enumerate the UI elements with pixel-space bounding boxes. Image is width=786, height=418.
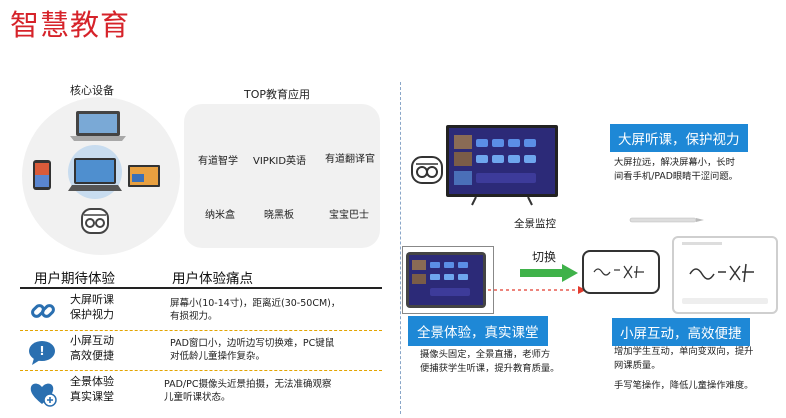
row-expect: 小屏互动 高效便捷 — [70, 333, 114, 363]
switch-label: 切换 — [532, 250, 557, 264]
tablet-keyboard-icon — [68, 158, 122, 191]
app-item: 晓黑板 — [264, 210, 294, 221]
header-expect: 用户期待体验 — [34, 271, 115, 287]
camera-icon — [81, 208, 109, 234]
row-expect-line: 保护视力 — [70, 308, 114, 321]
desc-line: 网课质量。 — [614, 359, 661, 371]
row-pain-line: PAD/PC摄像头近景拍摄，无法准确观察 — [164, 379, 332, 390]
apps-label: TOP教育应用 — [244, 88, 311, 101]
row-pain: 屏幕小(10-14寸)，距离近(30-50CM)， 有损视力。 — [170, 297, 340, 323]
tv-icon — [128, 165, 160, 187]
tv-screen-illustration — [446, 125, 558, 206]
header-divider — [20, 287, 382, 289]
row-expect-line: 大屏听课 — [70, 293, 114, 306]
stylus-icon — [629, 217, 704, 223]
row-divider — [20, 370, 382, 371]
desc-line: 摄像头固定，全景直播，老师方 — [420, 349, 551, 360]
header-pain: 用户体验痛点 — [172, 271, 253, 287]
phone-icon — [33, 160, 51, 190]
panorama-monitor-label: 全景监控 — [514, 218, 556, 230]
desc-line: 手写笔操作，降低儿童操作难度。 — [614, 380, 754, 391]
apps-panel — [184, 104, 380, 248]
row-expect-line: 小屏互动 — [70, 334, 114, 347]
app-item: 有道翻译官 — [325, 154, 375, 165]
page-title: 智慧教育 — [10, 8, 131, 42]
row-pain-line: 屏幕小(10-14寸)，距离近(30-50CM)， — [170, 298, 341, 309]
tablet-frame — [402, 246, 494, 314]
desc-line: 间看手机/PAD眼睛干涩问题。 — [614, 170, 738, 182]
core-devices-label: 核心设备 — [70, 84, 114, 97]
big-screen-desc: 大屏拉远，解决屏幕小，长时 间看手机/PAD眼睛干涩问题。 — [614, 156, 738, 183]
row-expect-line: 全景体验 — [70, 375, 114, 388]
row-expect: 大屏听课 保护视力 — [70, 292, 114, 322]
desc-line: 大屏拉远，解决屏幕小，长时 — [614, 157, 735, 168]
app-item: 有道智学 — [198, 156, 238, 167]
row-expect: 全景体验 真实课堂 — [70, 374, 114, 404]
svg-text:!: ! — [39, 344, 44, 358]
switch-arrow-icon — [520, 264, 578, 282]
panorama-desc: 摄像头固定，全景直播，老师方 便捕获学生听课，提升教育质量。 — [420, 348, 559, 375]
desc-line: 增加学生互动，单向变双向，提升 — [614, 346, 754, 357]
phone-handwriting-illustration — [582, 250, 660, 294]
row-pain-line: PAD窗口小，边听边写切换难，PC键鼠 — [170, 338, 335, 349]
chat-bubble-icon: ! — [29, 341, 55, 365]
row-expect-line: 真实课堂 — [70, 390, 114, 403]
panorama-title: 全景体验，真实课堂 — [408, 316, 548, 346]
row-pain-line: 对低龄儿童操作复杂。 — [170, 351, 266, 362]
section-divider — [400, 82, 401, 414]
camera-icon — [411, 156, 443, 184]
small-screen-title: 小屏互动，高效便捷 — [612, 318, 750, 346]
big-screen-title: 大屏听课，保护视力 — [610, 124, 748, 152]
laptop-icon — [70, 111, 126, 141]
heart-plus-icon — [30, 383, 57, 407]
row-expect-line: 高效便捷 — [70, 349, 114, 362]
small-screen-desc: 增加学生互动，单向变双向，提升 网课质量。 手写笔操作，降低儿童操作难度。 — [614, 345, 753, 393]
core-devices-illustration — [33, 111, 160, 234]
row-pain: PAD窗口小，边听边写切换难，PC键鼠 对低龄儿童操作复杂。 — [170, 337, 334, 363]
tablet-screen-illustration — [406, 252, 486, 308]
tablet-handwriting-illustration — [672, 236, 778, 314]
app-item: 宝宝巴士 — [329, 210, 369, 221]
desc-line: 便捕获学生听课，提升教育质量。 — [420, 362, 560, 374]
row-divider — [20, 330, 382, 331]
row-pain: PAD/PC摄像头近景拍摄，无法准确观察 儿童听课状态。 — [164, 378, 332, 404]
row-pain-line: 儿童听课状态。 — [164, 392, 231, 403]
app-item: 纳米盒 — [205, 210, 235, 221]
row-pain-line: 有损视力。 — [170, 311, 218, 322]
link-icon — [31, 304, 55, 318]
dashed-arrow-icon — [488, 286, 586, 294]
app-item: VIPKID英语 — [253, 156, 307, 167]
